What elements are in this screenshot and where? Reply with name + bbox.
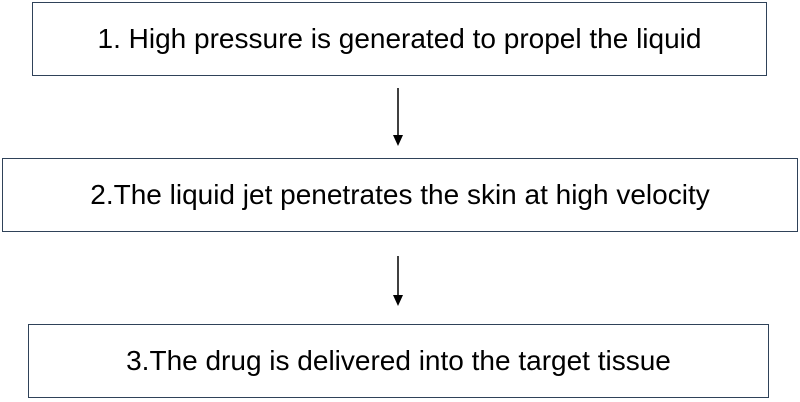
step-2-label: 2.The liquid jet penetrates the skin at … <box>90 179 710 210</box>
step-1-label: 1. High pressure is generated to propel … <box>97 23 702 54</box>
step-1-box: 1. High pressure is generated to propel … <box>32 2 767 76</box>
step-3-label: 3.The drug is delivered into the target … <box>126 345 671 376</box>
step-3-box: 3.The drug is delivered into the target … <box>28 324 769 398</box>
step-2-box: 2.The liquid jet penetrates the skin at … <box>2 158 798 232</box>
down-arrow-icon <box>388 88 408 146</box>
down-arrow-icon <box>388 256 408 306</box>
